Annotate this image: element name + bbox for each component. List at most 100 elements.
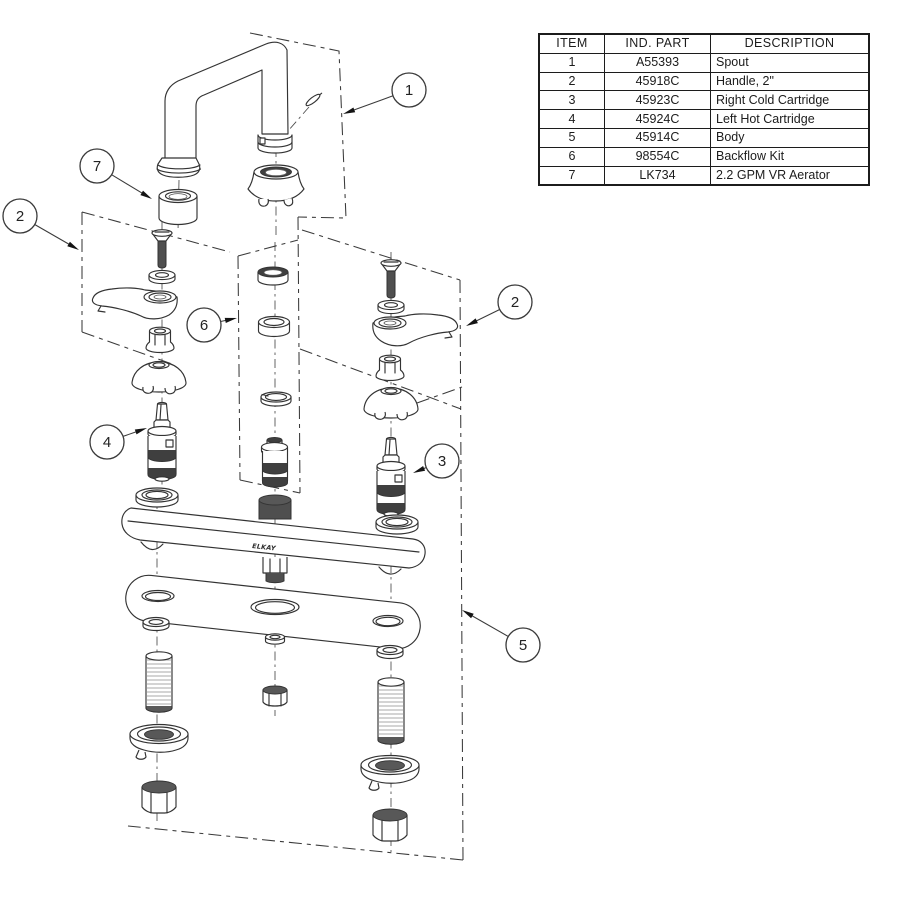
callout-arrowhead [134, 428, 147, 435]
spout-end-flange [156, 157, 202, 178]
parts-table-cell: 1 [538, 52, 605, 73]
center-washer [264, 633, 286, 645]
parts-table-cell: A55393 [604, 52, 711, 73]
callout-4: 4 [89, 424, 147, 460]
parts-table-cell: 45914C [604, 127, 711, 148]
callout-arrowhead [462, 610, 474, 619]
column-header: DESCRIPTION [710, 33, 870, 54]
backflow-check-valve [260, 436, 289, 488]
parts-table-cell: Handle, 2" [710, 71, 870, 92]
parts-table-cell: 2 [538, 71, 605, 92]
left-threaded-shank [145, 651, 173, 713]
callout-arrowhead [224, 317, 237, 323]
callout-number: 7 [93, 158, 101, 175]
base-gasket-plate [125, 574, 421, 650]
center-outlet [262, 557, 288, 584]
right-escutcheon-dome [363, 386, 419, 421]
right-handle-washer [377, 299, 405, 315]
callout-number: 2 [511, 294, 519, 311]
callout-balloon [89, 424, 125, 460]
left-handle-assembly [91, 229, 187, 508]
parts-table-cell: Left Hot Cartridge [710, 109, 870, 129]
left-handle-screw [151, 229, 173, 269]
callout-number: 5 [519, 637, 527, 654]
callout-arrowhead [343, 107, 356, 114]
callout-arrowhead [67, 241, 79, 250]
callout-number: 2 [16, 208, 24, 225]
backflow-seal-ring [257, 266, 289, 286]
callout-leader-line [469, 614, 509, 637]
parts-table-cell: Body [710, 127, 870, 148]
left-bonnet-nut [145, 326, 175, 354]
parts-table-cell: Right Cold Cartridge [710, 90, 870, 111]
left-hex-nut [141, 780, 177, 814]
right-deck-port [375, 514, 419, 535]
callout-number: 3 [438, 453, 446, 470]
backflow-kit-boundary [237, 216, 301, 494]
mounting-hardware [129, 616, 420, 842]
right-bonnet-nut [375, 354, 405, 382]
right-shank-washer [376, 644, 404, 660]
callout-arrowhead [140, 190, 152, 199]
parts-table-cell: 6 [538, 146, 605, 167]
callout-layer: 1 7 2 6 2 4 3 5 [2, 72, 541, 663]
callout-3: 3 [413, 443, 460, 479]
callout-leader-line [111, 174, 145, 195]
parts-table-cell: 3 [538, 90, 605, 111]
parts-table-cell: 45918C [604, 71, 711, 92]
left-hot-cartridge [147, 401, 177, 482]
callout-arrowhead [466, 318, 478, 326]
right-handle-lever [372, 313, 459, 347]
callout-7: 7 [79, 148, 152, 199]
left-shank-washer [142, 616, 170, 632]
parts-table-cell: Backflow Kit [710, 146, 870, 167]
spout-nut [247, 164, 305, 207]
parts-table-cell: Spout [710, 52, 870, 73]
left-handle-washer [148, 269, 176, 285]
body-brand-label: ELKAY [252, 542, 277, 553]
parts-table-cell: 5 [538, 127, 605, 148]
aerator [158, 188, 198, 226]
boundary-boxes [81, 32, 464, 861]
spout [156, 41, 323, 178]
parts-table-cell: 98554C [604, 146, 711, 167]
left-handle-lever [91, 287, 178, 320]
parts-table-cell: LK734 [604, 165, 711, 186]
spout-collar [257, 134, 293, 154]
callout-6: 6 [186, 307, 237, 343]
parts-table-cell: 2.2 GPM VR Aerator [710, 165, 870, 186]
right-cold-cartridge [376, 436, 406, 517]
callout-number: 6 [200, 317, 208, 334]
callout-balloon [424, 443, 460, 479]
parts-table-cell: 45923C [604, 90, 711, 111]
callout-2: 2 [466, 284, 533, 326]
callout-number: 1 [405, 82, 413, 99]
backflow-spacer-ring [257, 315, 291, 338]
backflow-kit [257, 266, 292, 488]
callout-balloon [79, 148, 115, 184]
callout-number: 4 [103, 434, 111, 451]
callout-2: 2 [2, 198, 79, 250]
center-spout-shank [258, 494, 292, 520]
callout-leader-line [473, 309, 500, 323]
left-flange-locknut [129, 723, 189, 760]
right-handle-screw [380, 259, 402, 299]
callout-balloon [2, 198, 38, 234]
callout-balloon [497, 284, 533, 320]
callout-balloon [391, 72, 427, 108]
backflow-washer [260, 391, 292, 407]
right-hex-nut [372, 808, 408, 842]
callout-leader-line [34, 224, 72, 246]
column-header: ITEM [538, 33, 605, 54]
right-handle-body-boundary [127, 229, 464, 861]
